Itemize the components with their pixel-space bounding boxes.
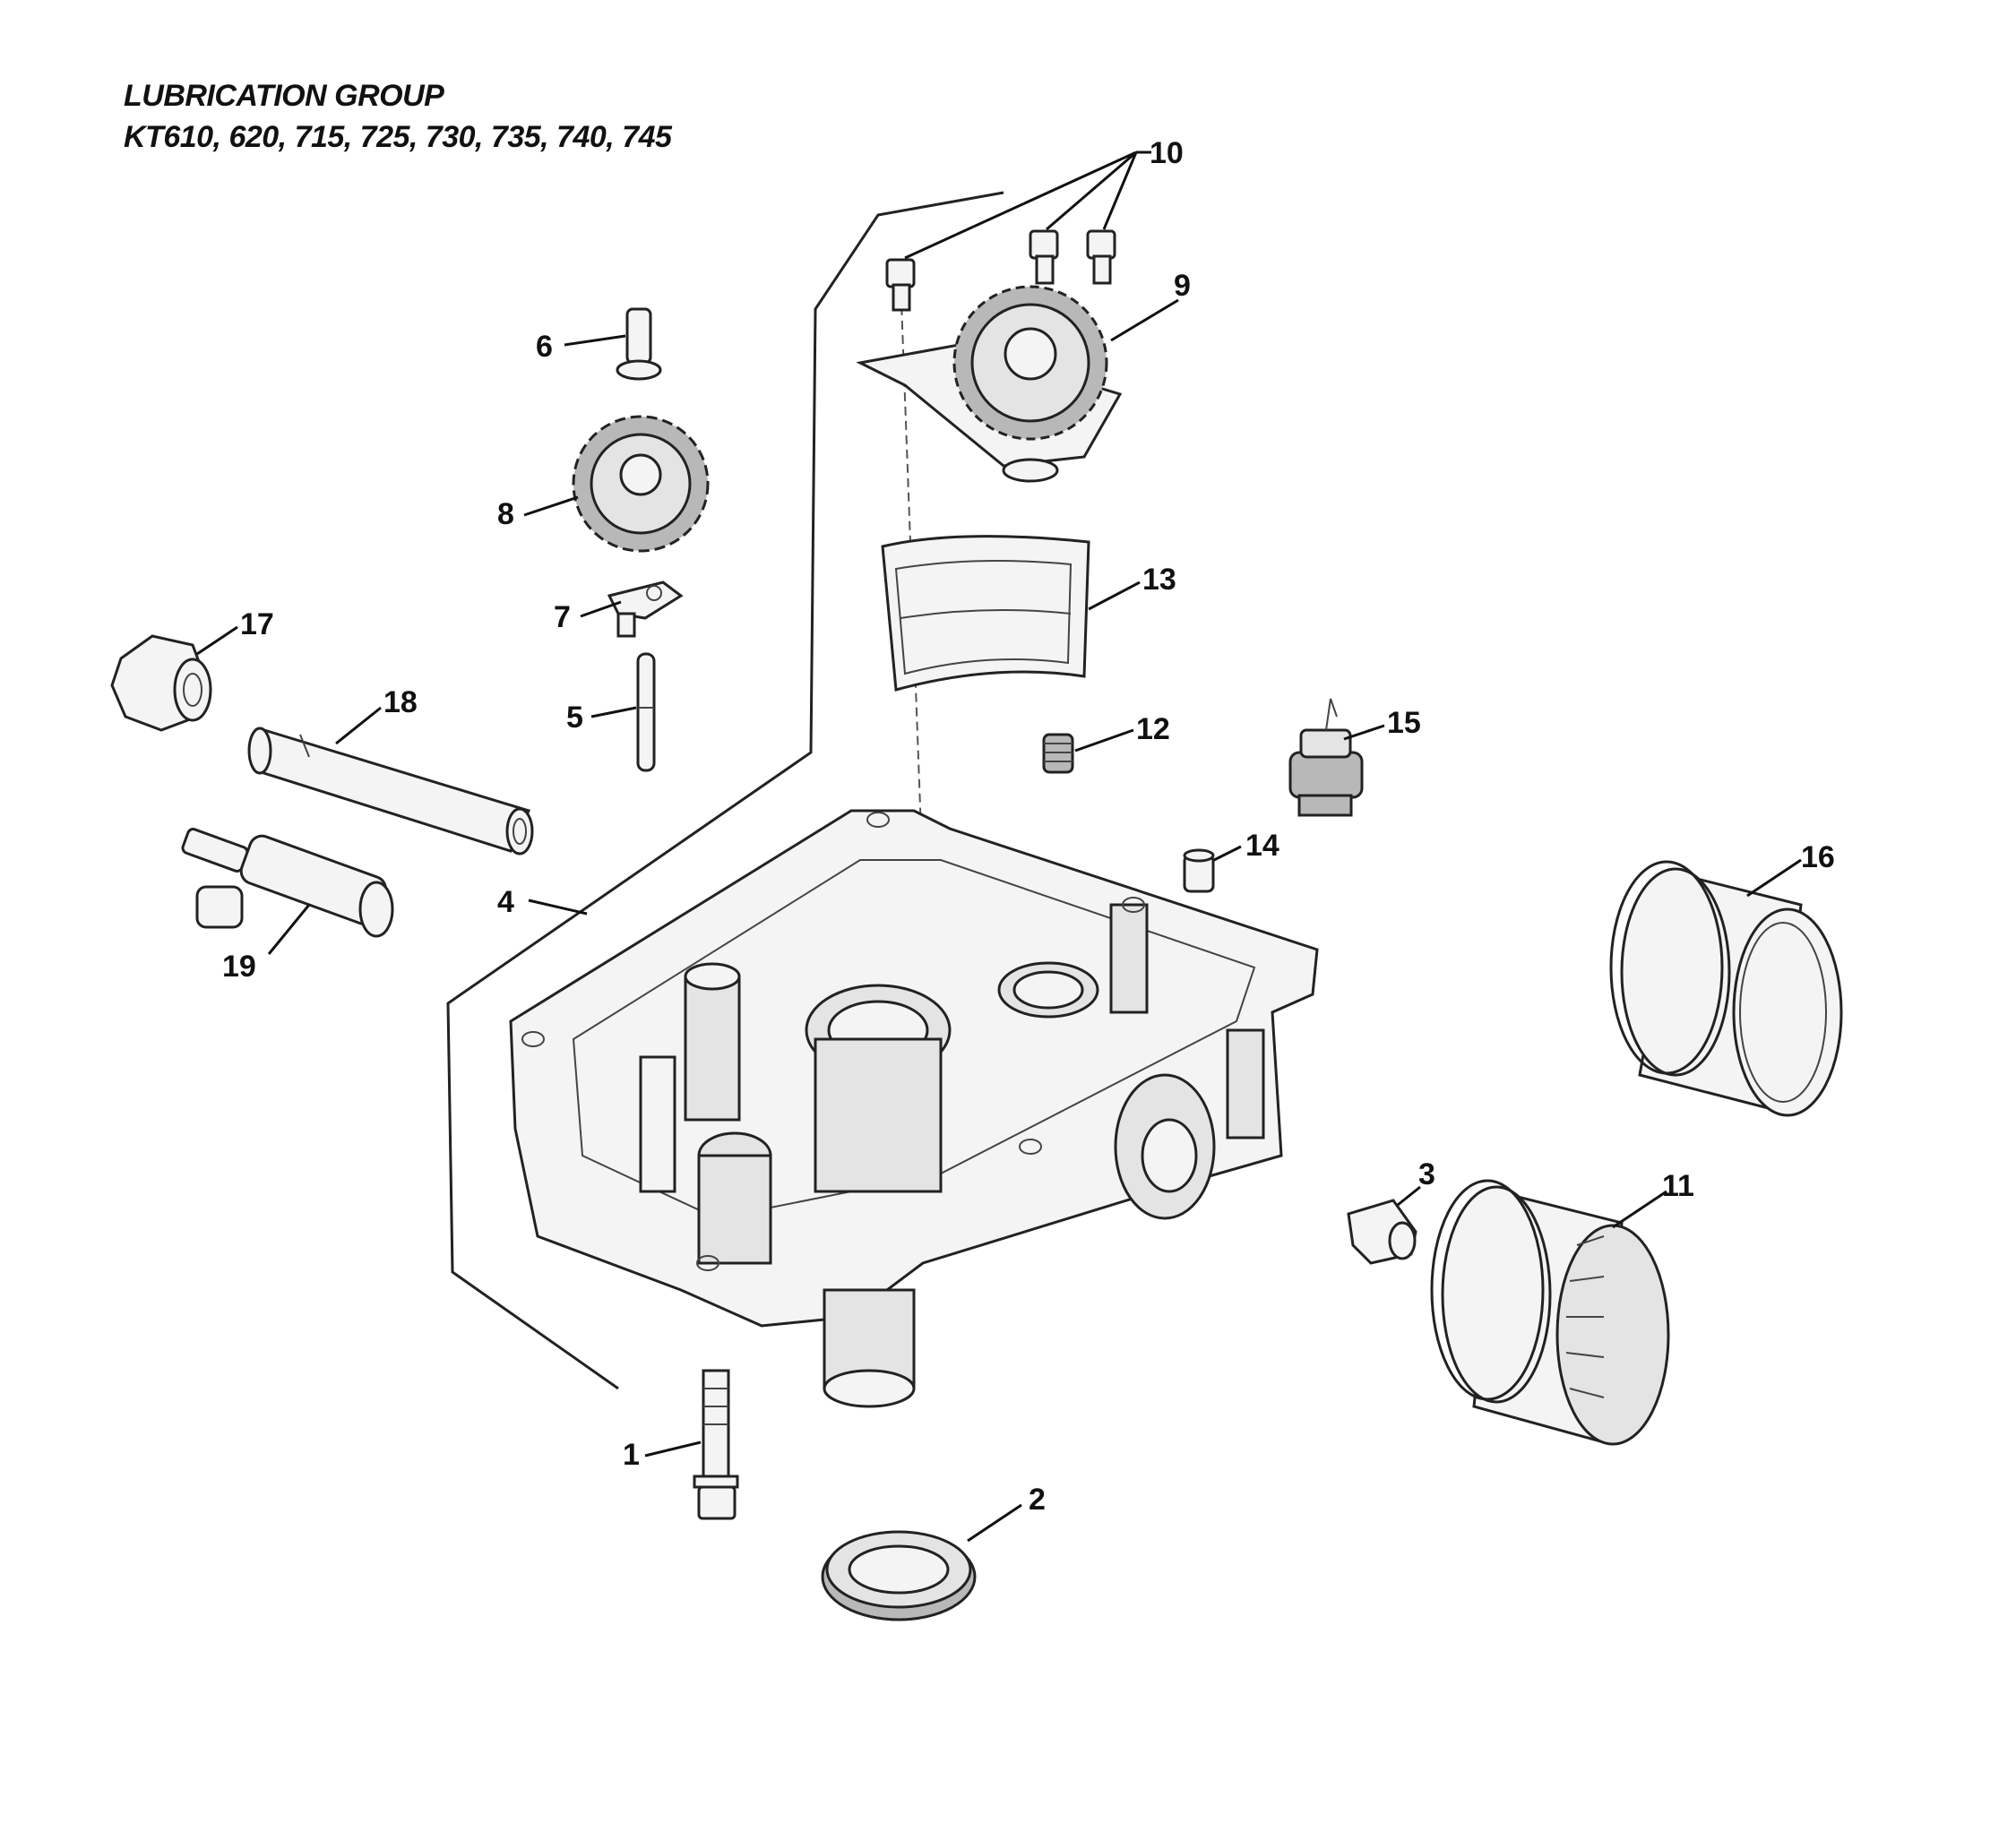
drain-plug-part bbox=[1347, 1199, 1417, 1265]
screw-part bbox=[1029, 229, 1059, 285]
callout-19: 19 bbox=[222, 950, 256, 984]
seal-part bbox=[821, 1530, 977, 1621]
callout-13: 13 bbox=[1142, 563, 1176, 597]
tube-part bbox=[247, 727, 534, 856]
callout-17: 17 bbox=[240, 607, 274, 641]
plug-part bbox=[1183, 848, 1215, 893]
screw-part bbox=[885, 258, 916, 312]
shaft-part bbox=[636, 652, 656, 772]
pressure-switch-part bbox=[1288, 698, 1364, 817]
oil-pan-part bbox=[509, 809, 1319, 1408]
callout-10: 10 bbox=[1150, 136, 1184, 170]
spring-part bbox=[1042, 733, 1074, 774]
gear-part bbox=[572, 415, 710, 553]
shaft-bracket-part bbox=[607, 580, 684, 638]
callout-1: 1 bbox=[623, 1438, 640, 1472]
oil-pump-part bbox=[856, 285, 1123, 483]
screw-part bbox=[1086, 229, 1116, 285]
leader-lines bbox=[196, 150, 1802, 1543]
callout-11: 11 bbox=[1662, 1169, 1694, 1203]
assembly-axis bbox=[900, 277, 933, 1121]
pin-part bbox=[616, 307, 662, 381]
diagram-title: LUBRICATION GROUP bbox=[124, 79, 444, 113]
model-list: KT610, 620, 715, 725, 730, 735, 740, 745 bbox=[124, 120, 672, 154]
callout-9: 9 bbox=[1174, 269, 1191, 303]
oil-filter-part bbox=[1430, 1179, 1670, 1446]
group-bracket bbox=[446, 191, 1004, 1390]
oil-filter-part bbox=[1609, 860, 1843, 1117]
callout-12: 12 bbox=[1136, 712, 1170, 746]
callout-16: 16 bbox=[1801, 840, 1835, 874]
callout-14: 14 bbox=[1245, 829, 1279, 863]
callout-7: 7 bbox=[554, 600, 571, 634]
nut-part bbox=[110, 634, 212, 732]
callout-2: 2 bbox=[1029, 1483, 1046, 1517]
screen-part bbox=[881, 535, 1090, 692]
callout-18: 18 bbox=[383, 685, 418, 719]
callout-8: 8 bbox=[497, 497, 514, 531]
callout-15: 15 bbox=[1387, 706, 1421, 740]
callout-4: 4 bbox=[497, 885, 514, 919]
callout-6: 6 bbox=[536, 330, 553, 364]
fitting-part bbox=[181, 828, 394, 938]
callout-5: 5 bbox=[566, 701, 583, 735]
callout-3: 3 bbox=[1418, 1157, 1435, 1191]
bolt-part bbox=[693, 1369, 739, 1520]
